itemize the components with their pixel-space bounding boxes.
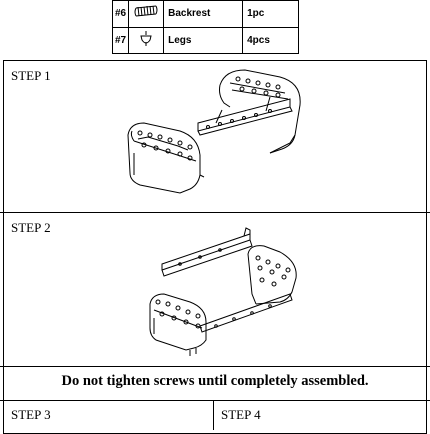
part-number: #6	[111, 0, 130, 28]
parts-row: #7 Legs 4pcs	[111, 26, 299, 54]
step-column-divider	[213, 400, 214, 430]
step-2-illustration	[149, 227, 297, 356]
part-name: Legs	[163, 26, 244, 54]
part-quantity: 1pc	[242, 0, 299, 28]
step-4-label: STEP 4	[221, 407, 261, 422]
part-name: Backrest	[163, 0, 244, 28]
step-1-illustration	[127, 69, 301, 194]
part-number: #7	[111, 26, 130, 54]
section-divider	[0, 366, 430, 367]
part-quantity: 4pcs	[242, 26, 299, 54]
section-divider	[0, 212, 430, 213]
parts-table: #6 Backrest 1pc #7 Legs	[111, 0, 299, 54]
step-1-label: STEP 1	[11, 68, 51, 83]
step-2-label: STEP 2	[11, 220, 51, 235]
assembly-note: Do not tighten screws until completely a…	[61, 373, 369, 389]
step-3-label: STEP 3	[11, 407, 51, 422]
part-image-cell	[128, 0, 165, 28]
part-image-cell	[128, 26, 165, 54]
parts-row: #6 Backrest 1pc	[111, 0, 299, 28]
section-divider	[0, 400, 430, 401]
spring-bolt-icon	[134, 5, 158, 17]
leg-icon	[140, 30, 152, 46]
